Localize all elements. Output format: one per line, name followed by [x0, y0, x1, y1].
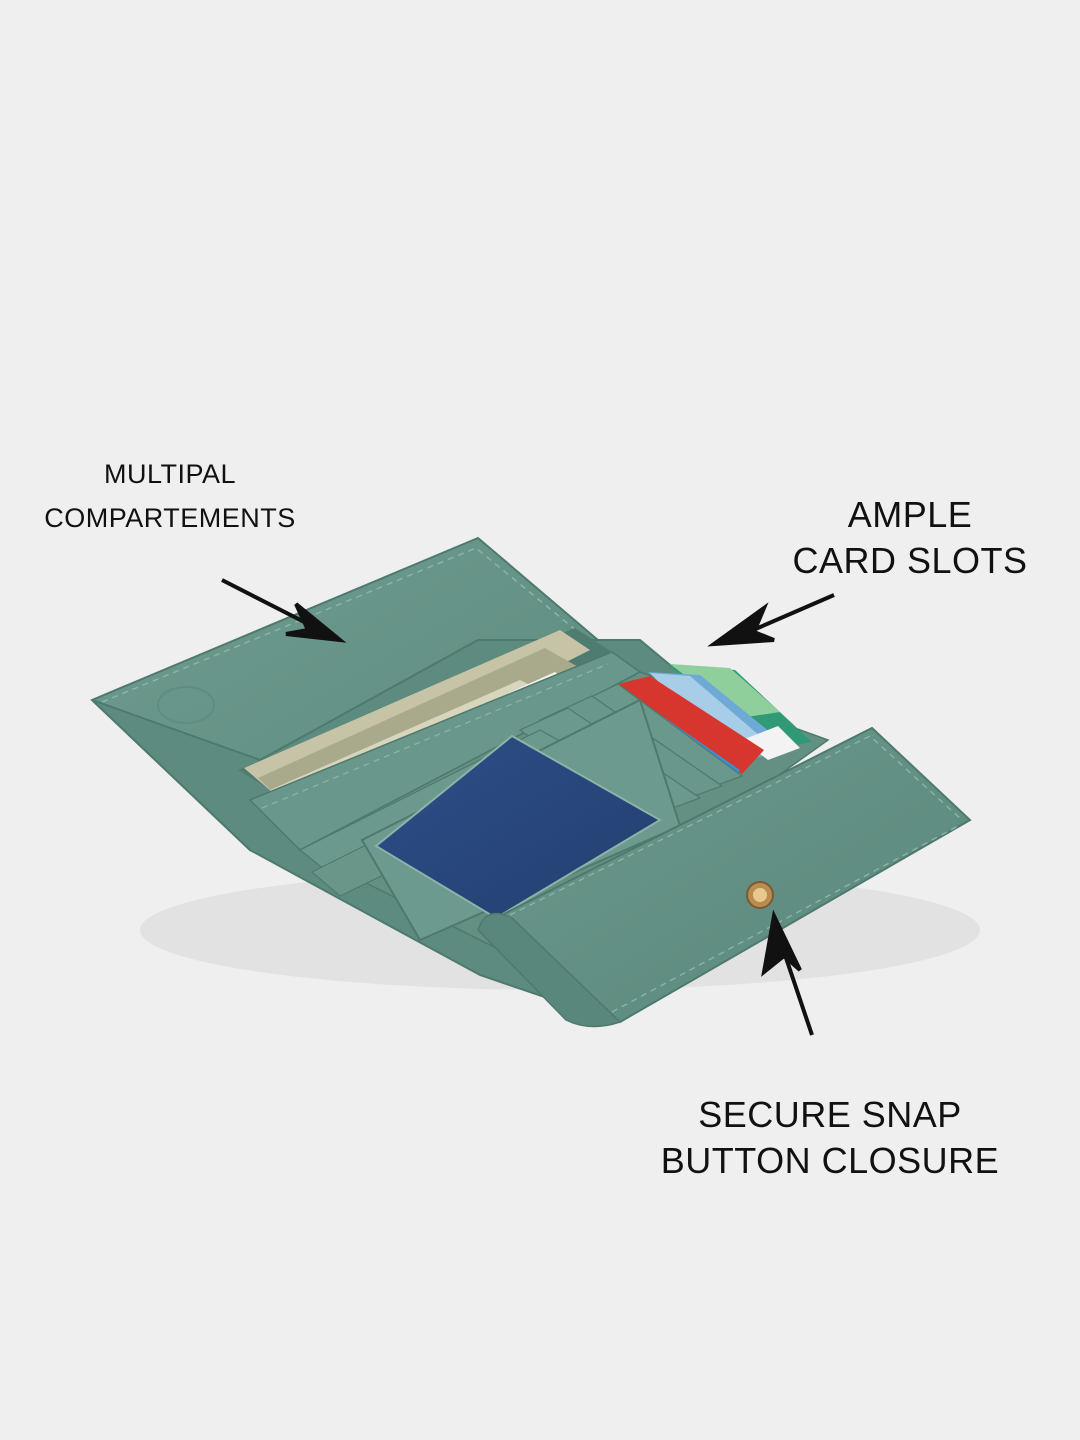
arrow-icon [761, 909, 814, 1036]
callout-card-slots: AMPLE CARD SLOTS [770, 492, 1050, 584]
callout-snap-line1: SECURE SNAP [698, 1094, 962, 1135]
card-white [742, 726, 800, 760]
callout-snap: SECURE SNAP BUTTON CLOSURE [630, 1092, 1030, 1184]
id-window [374, 734, 662, 920]
callout-card-slots-line2: CARD SLOTS [792, 540, 1028, 581]
callout-compartments: MULTIPAL COMPARTEMENTS [20, 452, 320, 540]
logo-emboss [157, 686, 215, 724]
arrow-icon [221, 578, 347, 643]
callout-compartments-line1: MULTIPAL [103, 459, 237, 489]
callout-compartments-line2: COMPARTEMENTS [44, 503, 296, 533]
callout-card-slots-line1: AMPLE [847, 494, 973, 535]
callout-snap-line2: BUTTON CLOSURE [660, 1140, 1000, 1181]
card-red [618, 676, 764, 774]
arrow-icon [707, 593, 835, 647]
